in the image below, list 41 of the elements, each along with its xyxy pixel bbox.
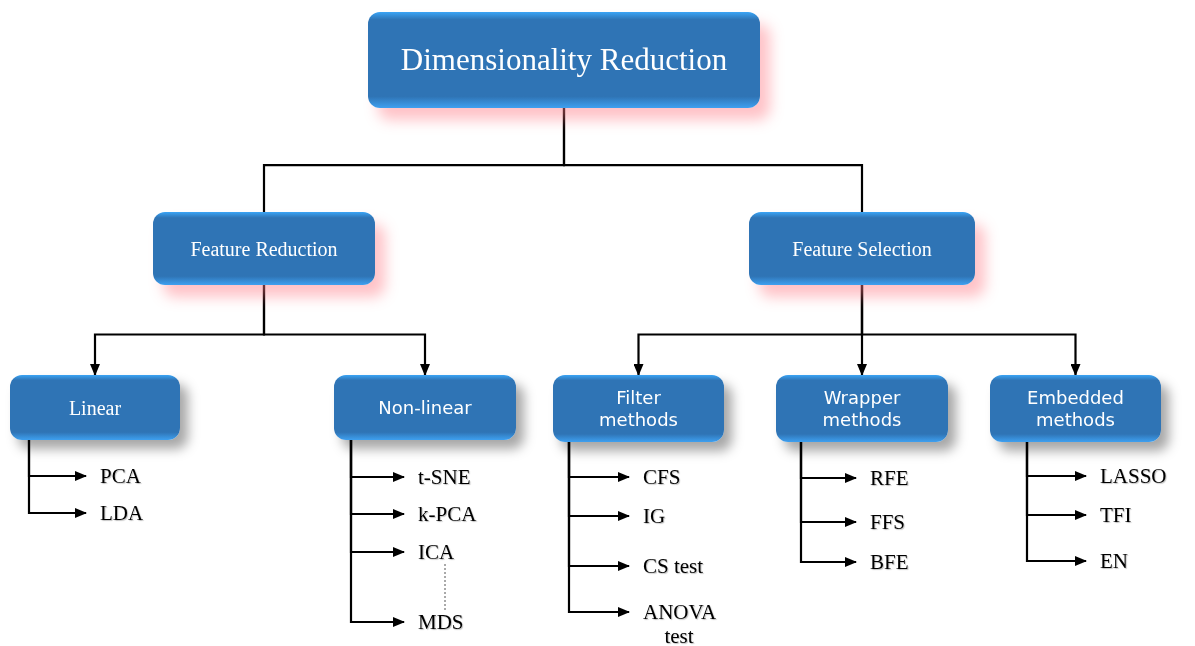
arrow (1025, 442, 1087, 566)
category-box (334, 375, 516, 440)
category-box (10, 375, 180, 440)
method-label: IG (643, 504, 666, 529)
method-label: CFS (643, 465, 681, 490)
method-label: LDA (100, 501, 144, 526)
category-box (749, 212, 975, 285)
arrow (27, 440, 87, 518)
method-label: RFE (870, 466, 909, 491)
arrow (262, 285, 430, 376)
box-label: Non-linear (378, 396, 472, 419)
method-label: k-PCA (418, 502, 477, 527)
arrow (567, 442, 630, 617)
method-label: MDS (418, 610, 464, 635)
box-label: Feature Selection (792, 236, 932, 261)
arrow (349, 440, 405, 627)
arrow (860, 285, 1081, 376)
root-box (368, 12, 760, 108)
box-label: Filter methods (598, 386, 679, 431)
box-label: Feature Reduction (190, 236, 338, 261)
method-label: TFI (1100, 503, 1132, 528)
category-box (990, 375, 1161, 442)
box-label: Linear (68, 395, 122, 420)
method-label: FFS (870, 510, 906, 535)
method-label: t-SNE (418, 465, 471, 490)
category-box (776, 375, 948, 442)
box-label: Wrapper methods (821, 386, 903, 431)
method-label: LASSO (1100, 464, 1167, 489)
method-label: EN (1100, 549, 1128, 574)
arrow (799, 442, 857, 567)
method-label: ICA (418, 540, 455, 565)
method-label: PCA (100, 464, 141, 489)
category-box (153, 212, 375, 285)
category-box (553, 375, 724, 442)
box-label: Embedded methods (1026, 386, 1125, 431)
method-label: BFE (870, 550, 909, 575)
method-label: ANOVA test (643, 600, 715, 646)
box-label: Dimensionality Reduction (400, 41, 728, 79)
connector-line (562, 108, 864, 212)
dotted-line (444, 563, 446, 611)
method-label: CS test (643, 554, 704, 579)
